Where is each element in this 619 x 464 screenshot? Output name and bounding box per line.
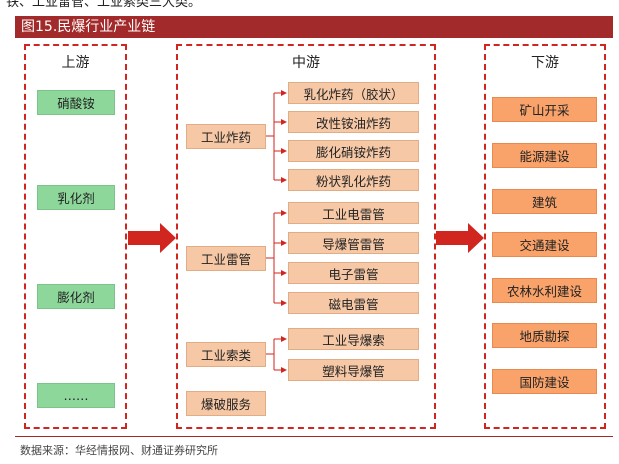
upstream-panel [24, 44, 127, 429]
explosive-item: 粉状乳化炸药 [288, 169, 419, 191]
upstream-item: 乳化剂 [37, 185, 115, 210]
cord-item: 工业导爆索 [288, 328, 419, 350]
source-note: 数据来源：华经情报网、财通证券研究所 [20, 444, 218, 457]
arrow-upstream-to-midstream [128, 223, 176, 253]
upstream-item: 膨化剂 [37, 284, 115, 309]
connector-detonators [266, 210, 287, 306]
bottom-rule [15, 436, 613, 437]
detonator-item: 导爆管雷管 [288, 232, 419, 254]
downstream-item: 能源建设 [492, 143, 597, 168]
downstream-item: 国防建设 [492, 369, 597, 394]
upstream-title: 上游 [61, 55, 90, 71]
header-text: 铁、工业雷管、工业索类三大类。 [6, 0, 202, 10]
downstream-item: 建筑 [492, 189, 597, 214]
explosive-item: 改性铵油炸药 [288, 111, 419, 133]
connector-explosives [266, 90, 287, 183]
figure-title: 图15.民爆行业产业链 [15, 16, 613, 38]
downstream-item: 矿山开采 [492, 97, 597, 122]
downstream-item: 交通建设 [492, 232, 597, 257]
midstream-group-detonators: 工业雷管 [186, 246, 266, 271]
upstream-item: 硝酸铵 [37, 90, 115, 115]
upstream-item: …… [37, 383, 115, 408]
midstream-title: 中游 [292, 55, 320, 71]
midstream-group-explosives: 工业炸药 [186, 124, 266, 149]
arrow-midstream-to-downstream [436, 223, 484, 253]
midstream-group-cords: 工业索类 [186, 342, 266, 367]
cord-item: 塑料导爆管 [288, 359, 419, 381]
downstream-title: 下游 [531, 55, 559, 71]
downstream-panel [484, 44, 606, 429]
detonator-item: 电子雷管 [288, 262, 419, 284]
detonator-item: 磁电雷管 [288, 292, 419, 314]
explosive-item: 膨化硝铵炸药 [288, 140, 419, 162]
midstream-group-blasting-service: 爆破服务 [186, 391, 266, 416]
midstream-panel [176, 44, 436, 429]
downstream-item: 地质勘探 [492, 323, 597, 348]
explosive-item: 乳化炸药（胶状） [288, 82, 419, 104]
downstream-item: 农林水利建设 [492, 278, 597, 303]
connector-cords [266, 336, 287, 373]
detonator-item: 工业电雷管 [288, 202, 419, 224]
